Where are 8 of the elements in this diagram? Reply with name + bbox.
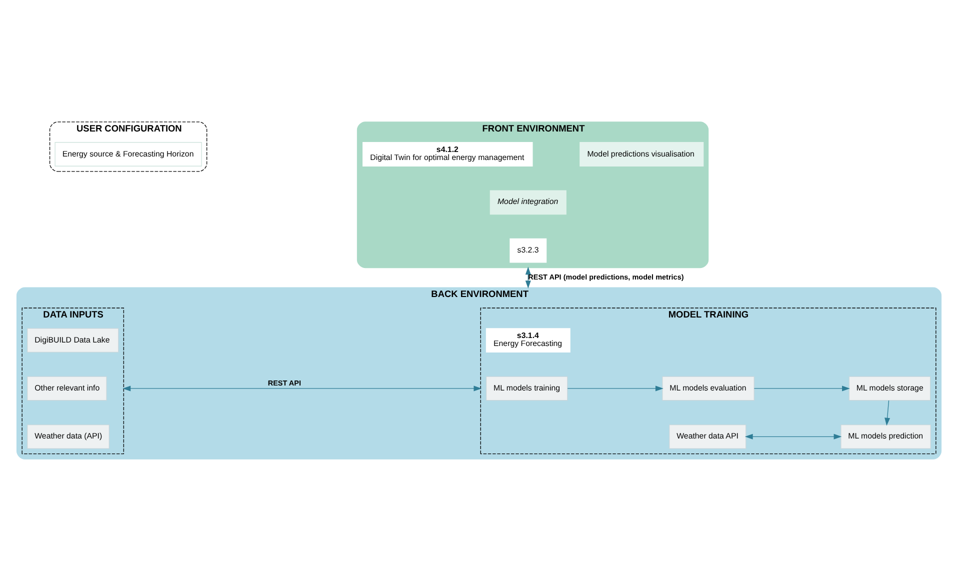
arrow: [884, 400, 890, 426]
arrow: [754, 385, 850, 391]
arrow: [567, 385, 664, 391]
arrow: [525, 266, 531, 288]
edge-label: REST API (model predictions, model metrics): [528, 272, 684, 281]
arrow: [744, 433, 842, 439]
arrow: [122, 385, 482, 391]
edge-label: REST API: [268, 378, 302, 388]
